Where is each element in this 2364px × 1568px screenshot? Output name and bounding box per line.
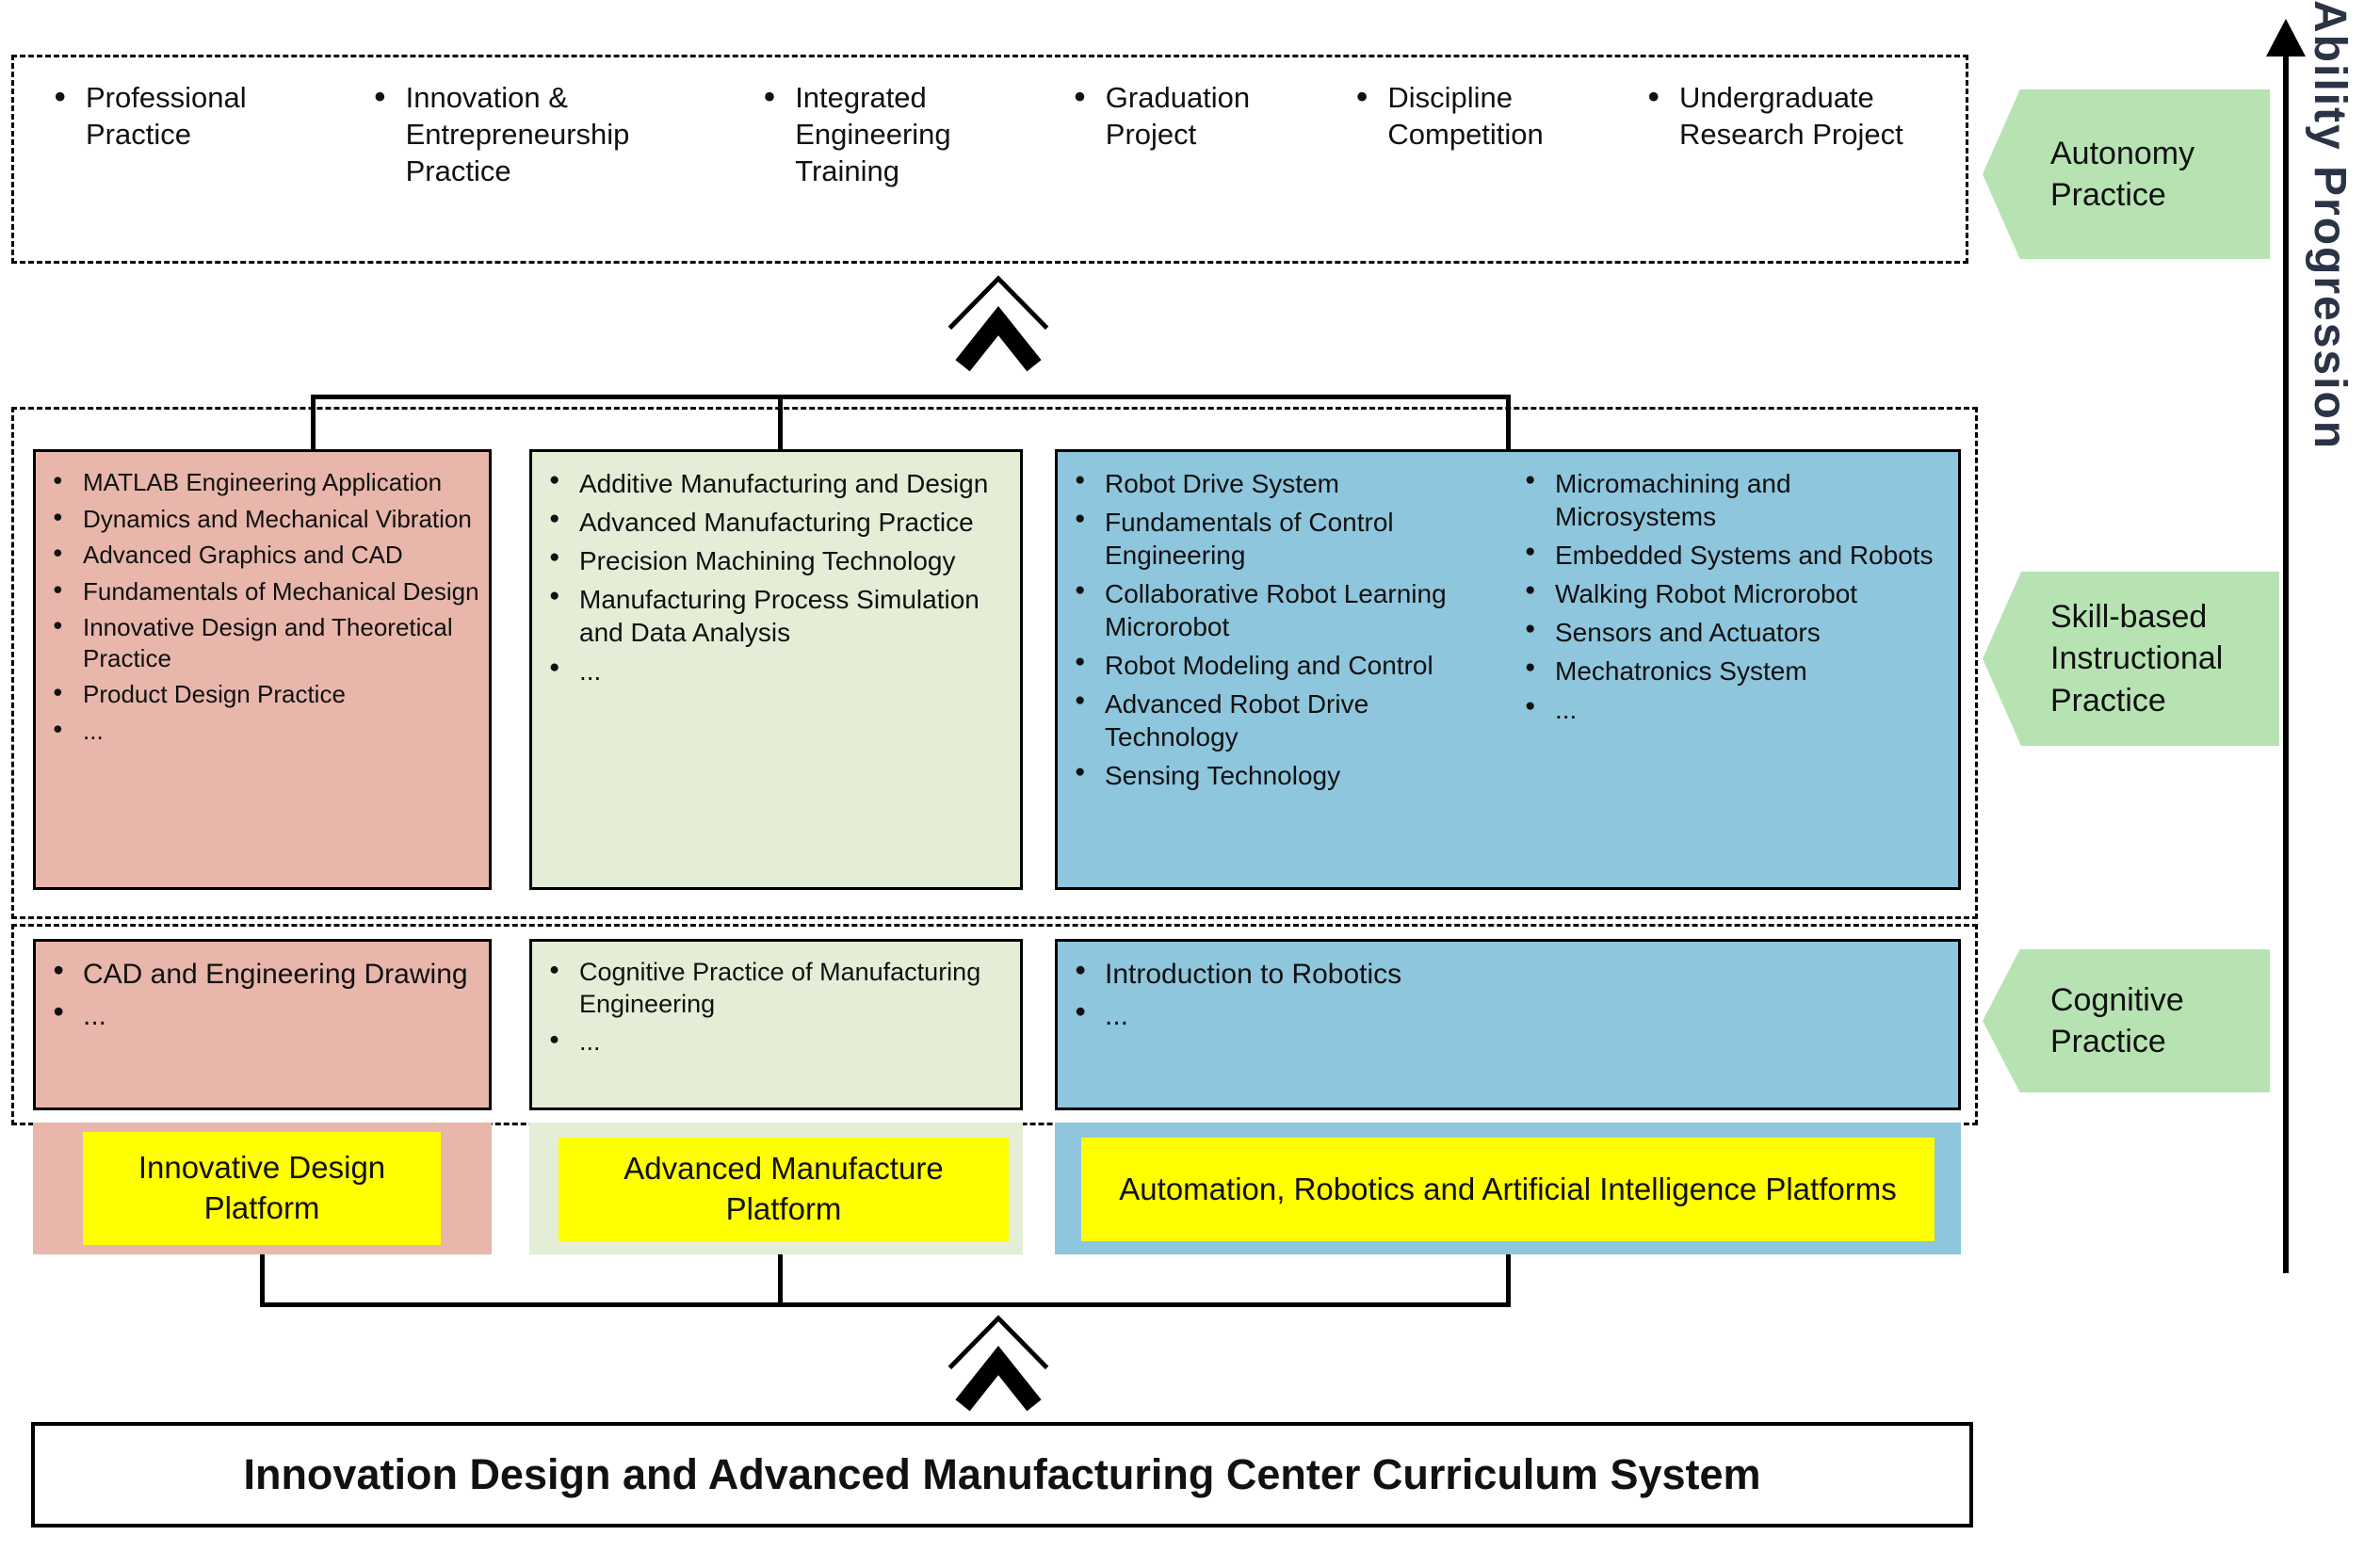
bottom-connector-stub-robotics <box>1506 1254 1511 1305</box>
robotics-cognitive-courses-box: Introduction to Robotics... <box>1055 939 1961 1110</box>
manufacture-skill-course-list: Additive Manufacturing and DesignAdvance… <box>532 452 1020 703</box>
course-item: Innovative Design and Theoretical Practi… <box>51 612 479 673</box>
course-item: Undergraduate Research Project <box>1647 80 1926 189</box>
course-item: Fundamentals of Mechanical Design <box>51 576 479 607</box>
course-item: Introduction to Robotics <box>1073 957 1949 993</box>
robotics-skill-courses-box: Robot Drive SystemFundamentals of Contro… <box>1055 449 1961 890</box>
design-cognitive-course-list: CAD and Engineering Drawing... <box>36 942 489 1048</box>
advanced-manufacture-platform-label: Advanced Manufacture Platform <box>559 1138 1009 1241</box>
course-item: Manufacturing Process Simulation and Dat… <box>547 583 1011 649</box>
manufacture-cognitive-courses-box: Cognitive Practice of Manufacturing Engi… <box>529 939 1023 1110</box>
bottom-connector-stub-design <box>260 1254 265 1305</box>
course-item: Advanced Graphics and CAD <box>51 540 479 571</box>
top-connector-stub-design <box>311 395 316 449</box>
ability-progression-arrowhead-icon <box>2266 19 2306 57</box>
curriculum-system-title: Innovation Design and Advanced Manufactu… <box>31 1422 1973 1528</box>
top-connector-stub-robotics <box>1506 395 1511 449</box>
course-item: Robot Drive System <box>1073 467 1498 500</box>
cognitive-practice-flag: Cognitive Practice <box>1983 949 2270 1092</box>
course-item: Robot Modeling and Control <box>1073 649 1498 682</box>
course-item: Sensing Technology <box>1073 759 1498 792</box>
autonomy-practice-flag: Autonomy Practice <box>1983 89 2270 259</box>
course-item: Innovation & Entrepreneurship Practice <box>374 80 722 189</box>
innovative-design-platform-label: Innovative Design Platform <box>83 1132 441 1245</box>
course-item: CAD and Engineering Drawing <box>51 957 479 993</box>
bottom-connector-line <box>260 1302 1511 1307</box>
ability-progression-label: Ability Progression <box>2305 0 2355 451</box>
skill-practice-flag-label: Skill-based Instructional Practice <box>2050 599 2224 719</box>
manufacture-cognitive-course-list: Cognitive Practice of Manufacturing Engi… <box>532 942 1020 1073</box>
course-item: ... <box>1073 998 1949 1034</box>
course-item: Sensors and Actuators <box>1523 616 1949 649</box>
top-connector-line <box>311 395 1511 399</box>
design-skill-courses-box: MATLAB Engineering ApplicationDynamics a… <box>33 449 492 890</box>
automation-robotics-ai-platform-label: Automation, Robotics and Artificial Inte… <box>1081 1138 1935 1241</box>
course-item: Additive Manufacturing and Design <box>547 467 1011 500</box>
autonomy-practice-box: Professional Practice Innovation & Entrep… <box>11 55 1968 264</box>
course-item: ... <box>1523 693 1949 726</box>
course-item: Graduation Project <box>1074 80 1315 189</box>
course-item: Product Design Practice <box>51 679 479 710</box>
course-item: ... <box>51 716 479 747</box>
robotics-skill-course-list-col1: Robot Drive SystemFundamentals of Contro… <box>1058 452 1508 887</box>
up-chevron-icon <box>947 1315 1049 1412</box>
course-item: ... <box>51 998 479 1034</box>
robotics-skill-course-list-col2: Micromachining and MicrosystemsEmbedded … <box>1508 452 1958 887</box>
robotics-cognitive-course-list: Introduction to Robotics... <box>1058 942 1958 1048</box>
top-connector-stub-manufacture <box>778 395 783 449</box>
course-item: Collaborative Robot Learning Microrobot <box>1073 577 1498 643</box>
cognitive-practice-flag-label: Cognitive Practice <box>2050 981 2184 1059</box>
bottom-connector-stub-manufacture <box>778 1254 783 1305</box>
course-item: Cognitive Practice of Manufacturing Engi… <box>547 957 1011 1021</box>
skill-practice-flag: Skill-based Instructional Practice <box>1983 572 2279 746</box>
course-item: Professional Practice <box>54 80 332 189</box>
design-skill-course-list: MATLAB Engineering ApplicationDynamics a… <box>36 452 489 761</box>
course-item: Dynamics and Mechanical Vibration <box>51 504 479 535</box>
course-item: Fundamentals of Control Engineering <box>1073 506 1498 572</box>
design-cognitive-courses-box: CAD and Engineering Drawing... <box>33 939 492 1110</box>
course-item: Advanced Robot Drive Technology <box>1073 687 1498 753</box>
up-chevron-icon <box>947 275 1049 372</box>
course-item: Embedded Systems and Robots <box>1523 539 1949 572</box>
autonomy-practice-flag-label: Autonomy Practice <box>2050 135 2195 213</box>
course-item: Mechatronics System <box>1523 655 1949 687</box>
autonomy-course-list: Professional Practice Innovation & Entrep… <box>14 57 1966 189</box>
course-item: Precision Machining Technology <box>547 544 1011 577</box>
skill-practice-box <box>11 407 1978 919</box>
course-item: Micromachining and Microsystems <box>1523 467 1949 533</box>
manufacture-skill-courses-box: Additive Manufacturing and DesignAdvance… <box>529 449 1023 890</box>
course-item: ... <box>547 655 1011 687</box>
course-item: ... <box>547 1026 1011 1059</box>
course-item: MATLAB Engineering Application <box>51 467 479 498</box>
course-item: Discipline Competition <box>1355 80 1606 189</box>
course-item: Integrated Engineering Training <box>763 80 1032 189</box>
course-item: Walking Robot Microrobot <box>1523 577 1949 610</box>
course-item: Advanced Manufacturing Practice <box>547 506 1011 539</box>
ability-progression-arrow-line <box>2283 51 2289 1273</box>
